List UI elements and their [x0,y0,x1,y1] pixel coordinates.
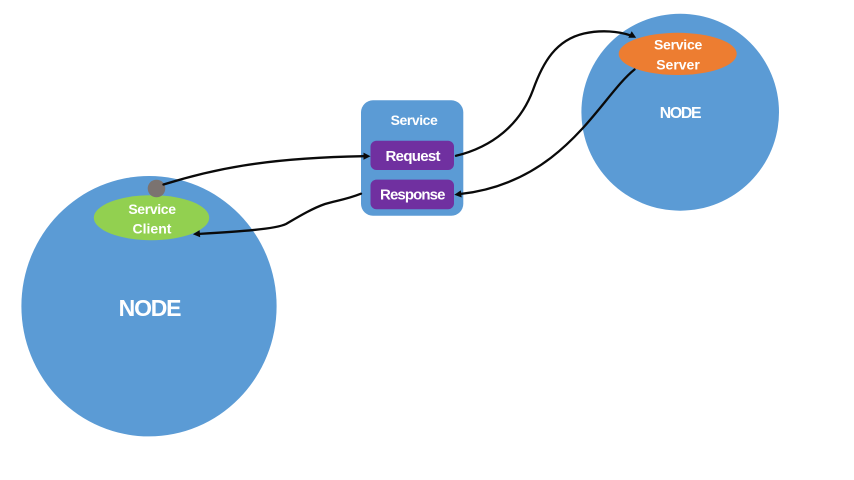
svg-text:Service: Service [128,201,176,217]
svg-text:Client: Client [133,221,172,237]
svg-text:Response: Response [380,187,445,204]
svg-text:NODE: NODE [660,105,701,122]
svg-text:NODE: NODE [119,295,182,321]
svg-text:Request: Request [386,148,441,165]
svg-text:Service: Service [391,112,438,128]
svg-text:Server: Server [656,57,700,73]
svg-text:Service: Service [654,37,703,53]
